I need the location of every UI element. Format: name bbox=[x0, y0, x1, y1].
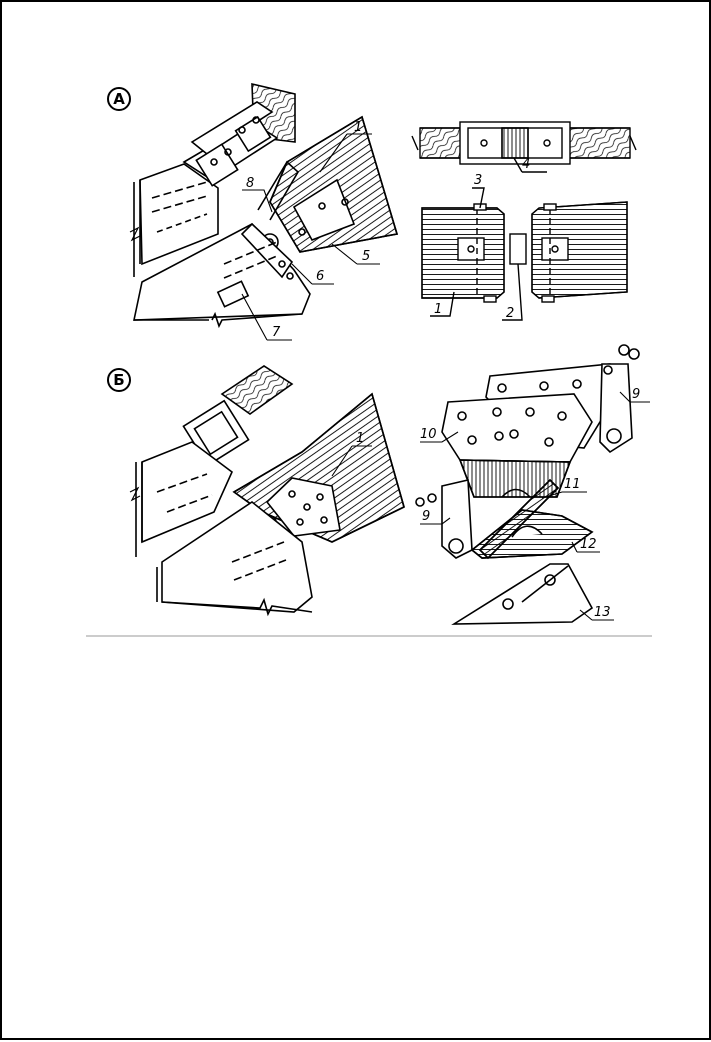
callout-3: 3 bbox=[474, 173, 482, 188]
leaders-b-right bbox=[420, 391, 650, 621]
callout-5: 5 bbox=[362, 249, 370, 264]
callout-13: 13 bbox=[594, 605, 611, 620]
callout-2: 2 bbox=[506, 306, 514, 321]
view-a-right-top-plan bbox=[411, 121, 637, 173]
leaders-a-left bbox=[241, 133, 380, 341]
leader-b-left bbox=[331, 445, 372, 477]
callout-6: 6 bbox=[316, 269, 324, 284]
callout-8: 8 bbox=[246, 176, 254, 191]
section-label-b: Б bbox=[113, 371, 124, 389]
callout-1-b-left: 1 bbox=[356, 431, 364, 446]
section-marker-a: А bbox=[107, 87, 131, 111]
callout-1-a-right: 1 bbox=[434, 302, 442, 317]
view-b-right-exploded bbox=[415, 344, 640, 625]
section-marker-b: Б bbox=[107, 368, 131, 392]
callout-4: 4 bbox=[522, 157, 530, 172]
callout-9-top: 9 bbox=[632, 387, 640, 402]
section-label-a: А bbox=[113, 90, 125, 108]
callout-7: 7 bbox=[272, 325, 281, 340]
view-a-right-bottom-elevation bbox=[421, 187, 628, 321]
callout-11: 11 bbox=[564, 477, 581, 492]
view-b-left-joint bbox=[129, 365, 405, 617]
view-a-left-joint bbox=[129, 82, 399, 329]
callout-1-a-left: 1 bbox=[354, 120, 362, 135]
callout-12: 12 bbox=[580, 537, 597, 552]
callout-9-bottom: 9 bbox=[422, 509, 430, 524]
callout-10: 10 bbox=[420, 427, 437, 442]
